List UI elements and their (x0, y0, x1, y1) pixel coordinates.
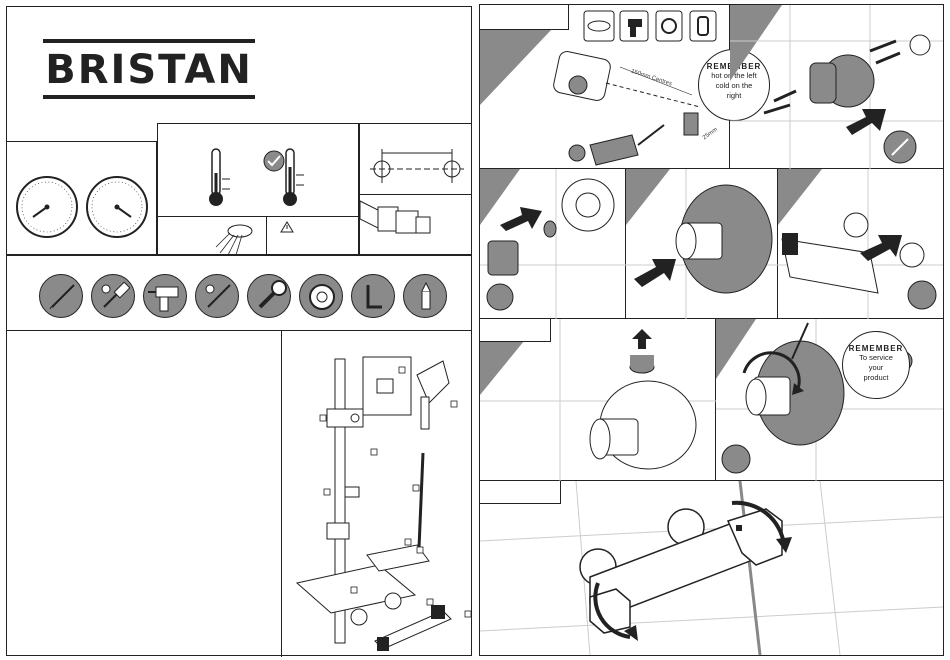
pipe-centres-diagram (360, 123, 472, 195)
left-page: BRISTAN (6, 6, 472, 656)
step-5: REMEMBER To service your product (716, 319, 943, 481)
slider-bracket (327, 409, 363, 427)
screwdriver-flat-icon (91, 274, 135, 318)
silicone-sealant-icon (403, 274, 447, 318)
ptfe-tape-icon (299, 274, 343, 318)
warning-section (267, 217, 359, 255)
step-4 (480, 319, 716, 481)
power-drill-icon (143, 274, 187, 318)
tools-section (7, 255, 471, 331)
components-diagram (283, 333, 471, 655)
brand-name: BRISTAN (43, 47, 255, 93)
pressure-gauges (7, 123, 157, 255)
tile-drill-bit-icon (39, 274, 83, 318)
temperature-section (157, 123, 359, 217)
thermometer-icon (209, 149, 230, 206)
pressure-section (7, 123, 157, 255)
step-3a (480, 169, 626, 319)
brand-logo: BRISTAN (43, 39, 255, 101)
shower-handset (417, 361, 449, 429)
step-3b (626, 169, 778, 319)
warning-icon (267, 217, 359, 255)
step-3c (778, 169, 943, 319)
thermometer-check-icon (264, 149, 304, 206)
drill-illustration (569, 125, 664, 165)
fitting-section (359, 195, 471, 255)
allen-key-icon (351, 274, 395, 318)
shower-flow-section (157, 217, 267, 255)
step-6 (480, 481, 943, 655)
screwdriver-cross-icon (195, 274, 239, 318)
shower-spray-icon (158, 217, 268, 255)
adjustable-spanner-icon (247, 274, 291, 318)
step5-remember-badge: REMEMBER To service your product (842, 331, 910, 399)
step-1: 150mm Centres 25mm REMEMBER hot on the l… (480, 5, 730, 169)
ppe-icons (584, 11, 716, 41)
step-2 (730, 5, 943, 169)
compression-fitting-icon (360, 195, 472, 255)
right-page: 150mm Centres 25mm REMEMBER hot on the l… (479, 4, 944, 656)
centres-section (359, 123, 471, 195)
